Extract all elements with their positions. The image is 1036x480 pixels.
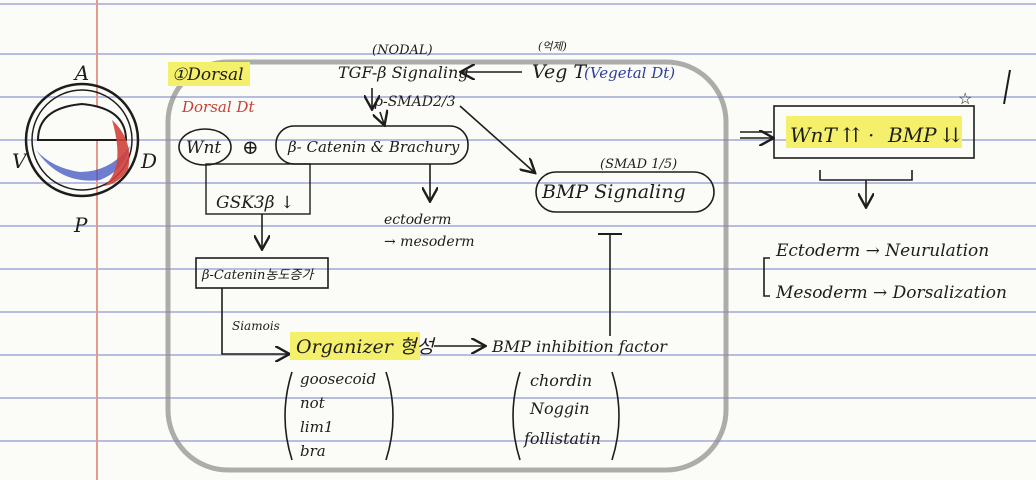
embryo-label-p: P xyxy=(73,213,88,237)
wnt-label: Wnt xyxy=(186,138,221,158)
outcome-line-1: Ectoderm → Neurulation xyxy=(775,241,989,261)
gsk-box xyxy=(205,163,311,215)
bmp-signaling-box xyxy=(535,171,715,213)
gene-not: not xyxy=(300,394,326,412)
dorsal-dt-label: Dorsal Dt xyxy=(181,98,255,116)
beta-catenin-box xyxy=(195,257,329,289)
embryo-label-a: A xyxy=(73,61,89,85)
germ-line-1: ectoderm xyxy=(384,212,451,228)
result-wnt: WnT ⇈ xyxy=(790,123,860,147)
plus-sign: ⊕ xyxy=(242,135,259,159)
genes-left-bracket xyxy=(284,371,293,461)
gene-lim1: lim1 xyxy=(300,418,333,436)
siamois-label: Siamois xyxy=(232,319,280,333)
gsk-label: GSK3β ↓ xyxy=(216,193,294,213)
dorsal-title: ①Dorsal xyxy=(172,65,244,85)
side-stroke xyxy=(1003,69,1011,105)
factor-noggin: Noggin xyxy=(529,399,590,418)
factors-left-bracket xyxy=(512,371,521,461)
result-bmp: BMP ⇊ xyxy=(887,123,960,147)
gene-goosecoid: goosecoid xyxy=(300,370,376,388)
smad-note: (SMAD 1/5) xyxy=(600,157,677,172)
gene-bra: bra xyxy=(300,442,326,460)
dorsal-highlight xyxy=(168,62,250,86)
nodal-note: (NODAL) xyxy=(372,43,433,58)
factor-follistatin: follistatin xyxy=(523,429,601,448)
result-highlight xyxy=(786,116,962,148)
result-underline-bracket xyxy=(819,170,913,181)
tgf-beta-signaling: TGF-β Signaling xyxy=(338,63,469,82)
result-dot: · xyxy=(868,123,874,147)
embryo-label-d: D xyxy=(140,149,157,173)
beta-catenin-label: β-Catenin농도증가 xyxy=(201,268,315,283)
embryo-sketch: A V D P xyxy=(12,61,157,237)
margin-line xyxy=(96,0,98,480)
beta-to-organizer-arrow xyxy=(221,288,288,354)
psmad-label: p-SMAD2/3 xyxy=(374,94,456,110)
star-icon: ☆ xyxy=(958,89,972,108)
result-box xyxy=(773,105,975,159)
germ-line-2: → mesoderm xyxy=(384,234,475,250)
psmad-to-brachyury-arrow xyxy=(380,112,384,124)
beta-brachyury-box xyxy=(275,125,469,165)
embryo-label-v: V xyxy=(12,149,29,173)
organizer-highlight xyxy=(290,332,420,360)
bmp-signaling-label: BMP Signaling xyxy=(541,181,686,203)
bmp-inhibition-label: BMP inhibition factor xyxy=(491,337,668,356)
vegt-sub: (Vegetal Dt) xyxy=(584,64,675,82)
psmad-to-bmp-arrow xyxy=(459,105,534,172)
wnt-circle xyxy=(178,128,232,166)
pathway-loop xyxy=(165,59,729,473)
vegt-label: Veg T xyxy=(532,61,587,83)
factors-right-bracket xyxy=(611,371,620,461)
outcome-line-2: Mesoderm → Dorsalization xyxy=(775,283,1007,303)
factor-chordin: chordin xyxy=(530,371,592,390)
outcomes-bracket xyxy=(763,257,770,297)
organizer-label: Organizer 형성 xyxy=(296,336,436,358)
beta-brachyury-label: β- Catenin & Brachury xyxy=(287,138,460,156)
genes-right-bracket xyxy=(385,371,394,461)
vegt-note: (억제) xyxy=(538,40,567,53)
